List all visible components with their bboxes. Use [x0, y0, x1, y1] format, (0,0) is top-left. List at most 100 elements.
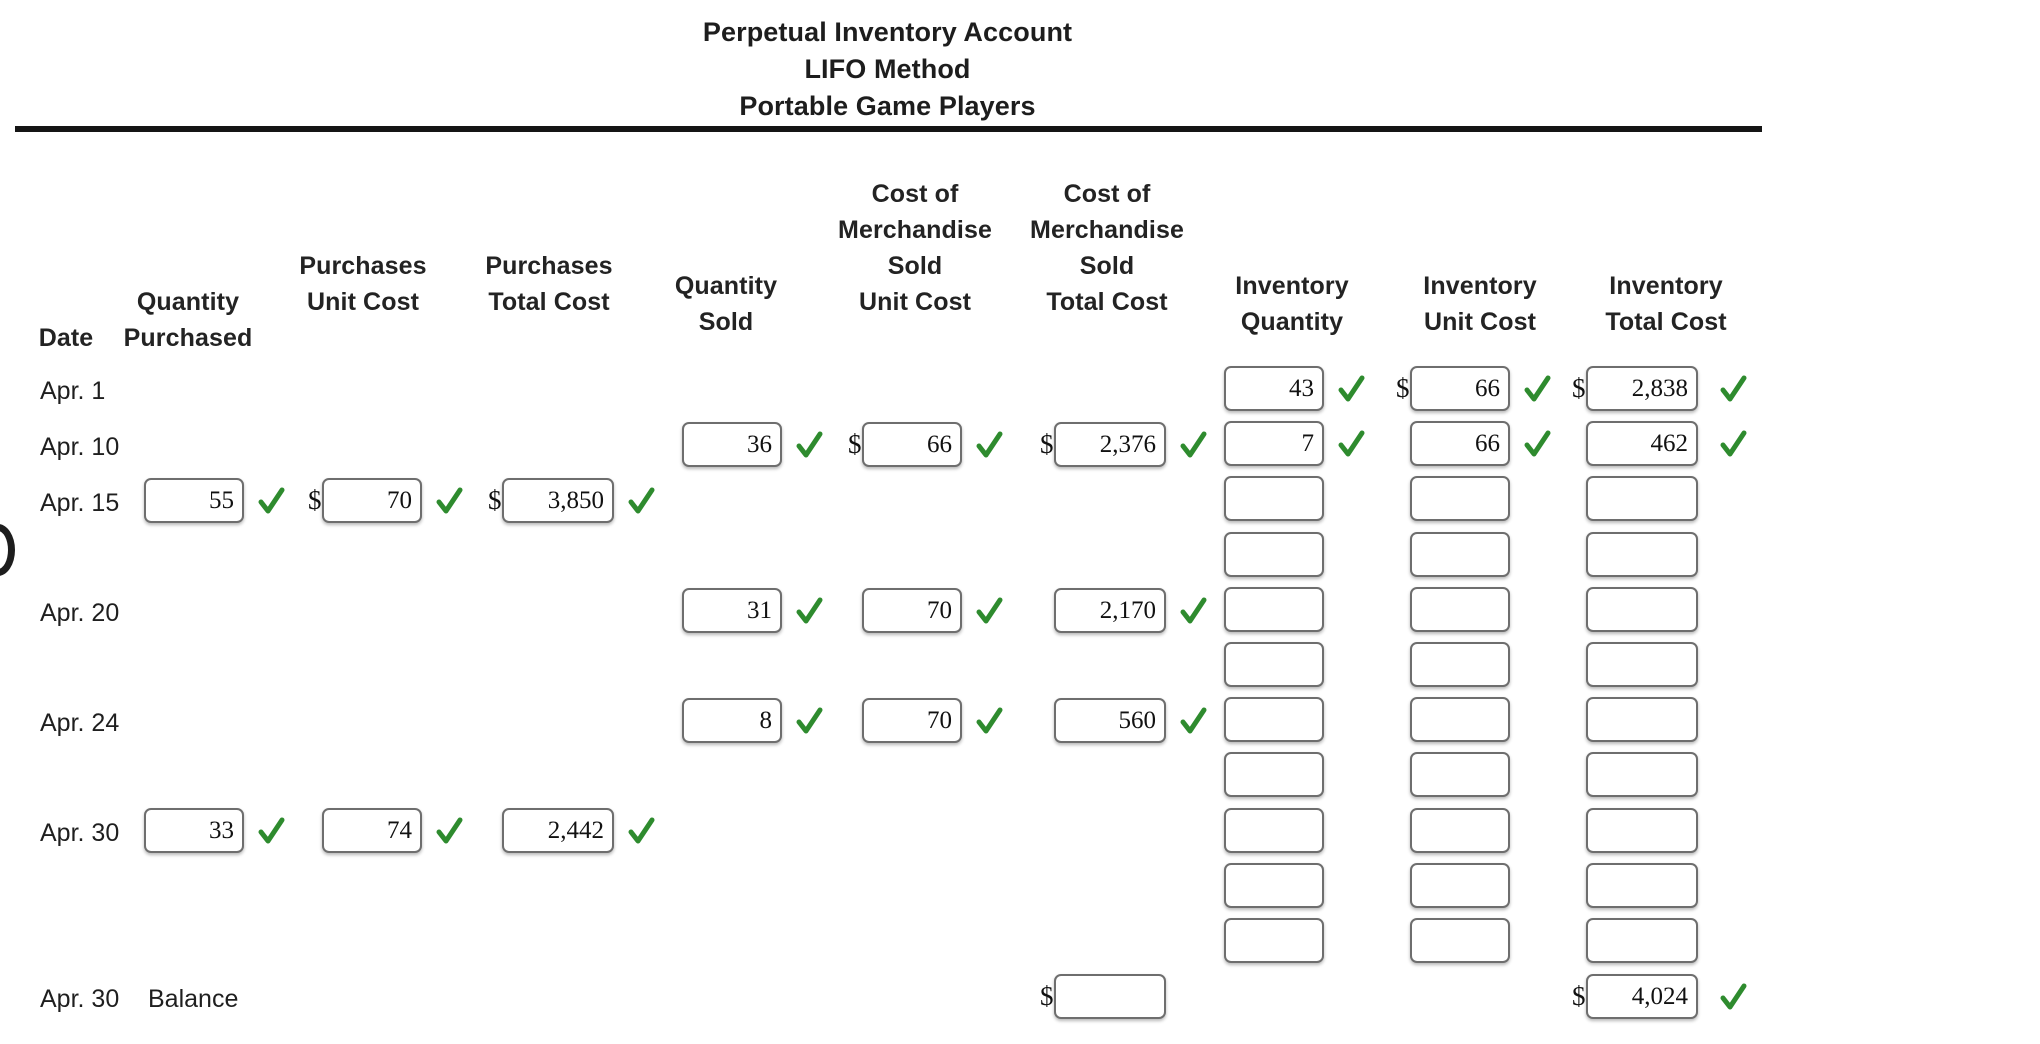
input-qty-sold-apr10[interactable]: 36 [682, 422, 782, 467]
dollar-sign-purch-unit-apr15: $ [308, 485, 322, 515]
column-header-cms-unit-cost-line4: Unit Cost [859, 288, 971, 316]
input-cms-total-cost-apr20[interactable]: 2,170 [1054, 588, 1166, 633]
check-icon-balance-inventory-total-cost [1718, 974, 1748, 1019]
input-inventory-total-cost-row-1[interactable]: 462 [1586, 421, 1698, 466]
cut-off-edge-glyph [0, 524, 15, 576]
input-balance-inventory-total-cost[interactable]: 4,024 [1586, 974, 1698, 1019]
column-header-inventory-total-cost-line2: Total Cost [1605, 308, 1727, 336]
check-icon-inventory-unit-cost-row-0 [1522, 366, 1552, 411]
input-inventory-total-cost-row-2[interactable] [1586, 476, 1698, 521]
input-inventory-unit-cost-row-4[interactable] [1410, 587, 1510, 632]
check-icon-inventory-unit-cost-row-1 [1522, 421, 1552, 466]
check-icon-cms-unit-cost-apr24 [974, 698, 1004, 743]
input-inventory-quantity-row-10[interactable] [1224, 918, 1324, 963]
input-cms-unit-cost-apr24[interactable]: 70 [862, 698, 962, 743]
worksheet-title-block: Perpetual Inventory Account LIFO Method … [0, 14, 1775, 125]
dollar-sign-inventory-unit-cost-row-0: $ [1396, 373, 1410, 403]
input-purch-unit-cost-apr15[interactable]: 70 [322, 478, 422, 523]
input-inventory-total-cost-row-9[interactable] [1586, 863, 1698, 908]
check-icon-qty-sold-apr24 [794, 698, 824, 743]
input-inventory-unit-cost-row-3[interactable] [1410, 532, 1510, 577]
row-date-apr-10: Apr. 10 [40, 433, 120, 461]
input-inventory-total-cost-row-5[interactable] [1586, 642, 1698, 687]
column-header-quantity-sold-line1: Quantity [674, 272, 778, 300]
column-header-inventory-unit-cost-line2: Unit Cost [1424, 308, 1536, 336]
check-icon-inventory-quantity-row-1 [1336, 421, 1366, 466]
input-qty-purchased-apr30[interactable]: 33 [144, 808, 244, 853]
dollar-sign-purch-total-apr15: $ [488, 485, 502, 515]
input-purch-total-cost-apr15[interactable]: 3,850 [502, 478, 614, 523]
row-date-apr-24: Apr. 24 [40, 709, 120, 737]
check-icon-qty-sold-apr20 [794, 588, 824, 633]
column-header-quantity-purchased-line1: Quantity [136, 288, 240, 316]
input-inventory-total-cost-row-7[interactable] [1586, 752, 1698, 797]
input-cms-total-cost-apr24[interactable]: 560 [1054, 698, 1166, 743]
input-balance-cms-total-cost[interactable] [1054, 974, 1166, 1019]
input-inventory-unit-cost-row-5[interactable] [1410, 642, 1510, 687]
check-icon-purch-total-cost-apr30 [626, 808, 656, 853]
dollar-sign-balance-cms-total: $ [1040, 981, 1054, 1011]
check-icon-inventory-total-cost-row-0 [1718, 366, 1748, 411]
input-qty-purchased-apr15[interactable]: 55 [144, 478, 244, 523]
row-date-apr-30: Apr. 30 [40, 819, 120, 847]
input-inventory-quantity-row-8[interactable] [1224, 808, 1324, 853]
input-inventory-unit-cost-row-10[interactable] [1410, 918, 1510, 963]
column-header-cms-total-cost-line3: Sold [1079, 252, 1135, 280]
dollar-sign-cms-unit-apr10: $ [848, 429, 862, 459]
input-inventory-total-cost-row-3[interactable] [1586, 532, 1698, 577]
column-header-cms-unit-cost-line3: Sold [887, 252, 943, 280]
column-header-purchases-total-cost-line2: Total Cost [488, 288, 610, 316]
column-header-purchases-unit-cost-line1: Purchases [299, 252, 427, 280]
row-date-apr-20: Apr. 20 [40, 599, 120, 627]
check-icon-inventory-quantity-row-0 [1336, 366, 1366, 411]
column-header-inventory-quantity-line2: Quantity [1240, 308, 1344, 336]
check-icon-cms-unit-cost-apr10 [974, 422, 1004, 467]
input-inventory-unit-cost-row-9[interactable] [1410, 863, 1510, 908]
input-purch-total-cost-apr30[interactable]: 2,442 [502, 808, 614, 853]
input-inventory-unit-cost-row-6[interactable] [1410, 697, 1510, 742]
check-icon-qty-purchased-apr15 [256, 478, 286, 523]
input-cms-unit-cost-apr10[interactable]: 66 [862, 422, 962, 467]
input-inventory-quantity-row-4[interactable] [1224, 587, 1324, 632]
input-inventory-total-cost-row-8[interactable] [1586, 808, 1698, 853]
check-icon-cms-total-cost-apr20 [1178, 588, 1208, 633]
input-inventory-quantity-row-2[interactable] [1224, 476, 1324, 521]
row-date-apr-15: Apr. 15 [40, 489, 120, 517]
input-cms-unit-cost-apr20[interactable]: 70 [862, 588, 962, 633]
title-line-3: Portable Game Players [739, 91, 1036, 121]
input-inventory-quantity-row-0[interactable]: 43 [1224, 366, 1324, 411]
input-inventory-unit-cost-row-1[interactable]: 66 [1410, 421, 1510, 466]
input-inventory-total-cost-row-0[interactable]: 2,838 [1586, 366, 1698, 411]
check-icon-cms-total-cost-apr10 [1178, 422, 1208, 467]
input-inventory-quantity-row-1[interactable]: 7 [1224, 421, 1324, 466]
input-inventory-quantity-row-3[interactable] [1224, 532, 1324, 577]
balance-label: Balance [148, 985, 239, 1013]
check-icon-purch-unit-cost-apr30 [434, 808, 464, 853]
input-inventory-quantity-row-6[interactable] [1224, 697, 1324, 742]
dollar-sign-cms-total-apr10: $ [1040, 429, 1054, 459]
input-inventory-quantity-row-5[interactable] [1224, 642, 1324, 687]
input-inventory-total-cost-row-6[interactable] [1586, 697, 1698, 742]
column-header-quantity-purchased-line2: Purchased [123, 324, 253, 352]
input-inventory-unit-cost-row-2[interactable] [1410, 476, 1510, 521]
column-header-purchases-total-cost-line1: Purchases [485, 252, 613, 280]
column-header-cms-total-cost-line2: Merchandise [1030, 216, 1184, 244]
check-icon-cms-total-cost-apr24 [1178, 698, 1208, 743]
column-header-purchases-unit-cost-line2: Unit Cost [307, 288, 419, 316]
input-inventory-total-cost-row-4[interactable] [1586, 587, 1698, 632]
input-inventory-quantity-row-7[interactable] [1224, 752, 1324, 797]
input-cms-total-cost-apr10[interactable]: 2,376 [1054, 422, 1166, 467]
input-qty-sold-apr20[interactable]: 31 [682, 588, 782, 633]
input-inventory-quantity-row-9[interactable] [1224, 863, 1324, 908]
input-qty-sold-apr24[interactable]: 8 [682, 698, 782, 743]
input-inventory-unit-cost-row-7[interactable] [1410, 752, 1510, 797]
input-inventory-unit-cost-row-0[interactable]: 66 [1410, 366, 1510, 411]
input-purch-unit-cost-apr30[interactable]: 74 [322, 808, 422, 853]
input-inventory-total-cost-row-10[interactable] [1586, 918, 1698, 963]
title-line-2: LIFO Method [804, 54, 971, 84]
column-header-cms-total-cost-line1: Cost of [1063, 180, 1151, 208]
column-header-inventory-total-cost-line1: Inventory [1609, 272, 1723, 300]
check-icon-purch-total-cost-apr15 [626, 478, 656, 523]
input-inventory-unit-cost-row-8[interactable] [1410, 808, 1510, 853]
